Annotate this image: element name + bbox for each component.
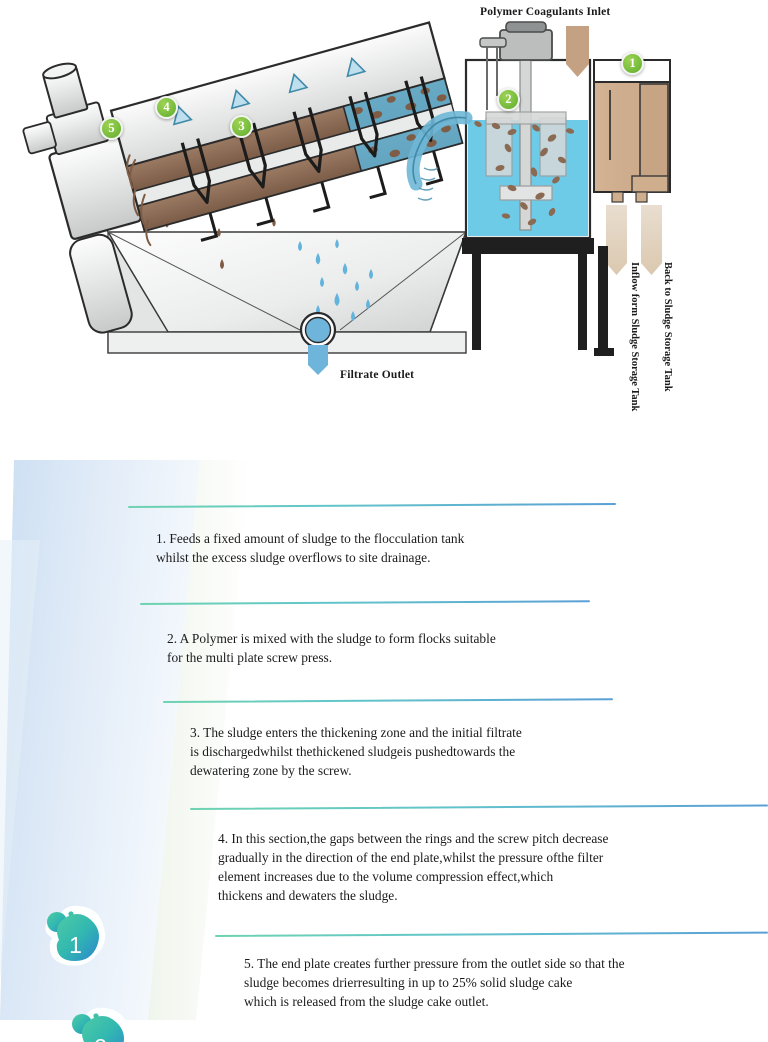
sludge-storage-tank: [593, 59, 671, 203]
screw-press-assembly: [22, 21, 464, 334]
filtrate-droplets: [298, 239, 373, 333]
polymer-inlet-label: Polymer Coagulants Inlet: [480, 6, 611, 18]
drive-motor: [22, 62, 142, 334]
step-text-1: 1. Feeds a fixed amount of sludge to the…: [156, 531, 465, 566]
filtrate-hopper: [106, 229, 468, 354]
process-diagram: Polymer Coagulants Inlet Filtrate Outlet…: [0, 0, 768, 420]
filtrate-outlet-nozzle: [299, 311, 337, 375]
diagram-marker-4[interactable]: 4: [155, 96, 178, 119]
inflow-from-sludge-storage-tank-label: Inflow form Sludge Storage Tank: [629, 262, 641, 412]
vent-triangles: [172, 56, 367, 126]
diagram-marker-1[interactable]: 1: [621, 52, 644, 75]
step-text-3: 3. The sludge enters the thickening zone…: [190, 725, 522, 779]
inlet-hose: [406, 110, 473, 191]
sludge-flow-arrows: [606, 205, 662, 275]
back-to-sludge-storage-tank-label: Back to Sludge Storage Tank: [662, 262, 674, 392]
flocculation-tank: [462, 21, 594, 350]
step-text-5: 5. The end plate creates further pressur…: [244, 956, 625, 1010]
diagram-marker-5[interactable]: 5: [100, 117, 123, 140]
step-text-2: 2. A Polymer is mixed with the sludge to…: [167, 631, 496, 666]
floc-particles: [474, 120, 575, 226]
slanted-background-panel: [0, 460, 250, 1020]
frame-rails: [594, 246, 614, 356]
step-badge-2[interactable]: 2: [58, 1006, 134, 1042]
filtrate-outlet-label: Filtrate Outlet: [340, 369, 415, 381]
step-badge-1[interactable]: 1: [33, 904, 109, 980]
polymer-inlet-arrow: [566, 26, 589, 77]
step-text-4: 4. In this section,the gaps between the …: [218, 831, 609, 904]
diagram-marker-2[interactable]: 2: [497, 88, 520, 111]
hose-corrugation: [417, 167, 439, 201]
diagram-marker-3[interactable]: 3: [230, 115, 253, 138]
process-steps-list: 1. Feeds a fixed amount of sludge to the…: [0, 420, 768, 1042]
